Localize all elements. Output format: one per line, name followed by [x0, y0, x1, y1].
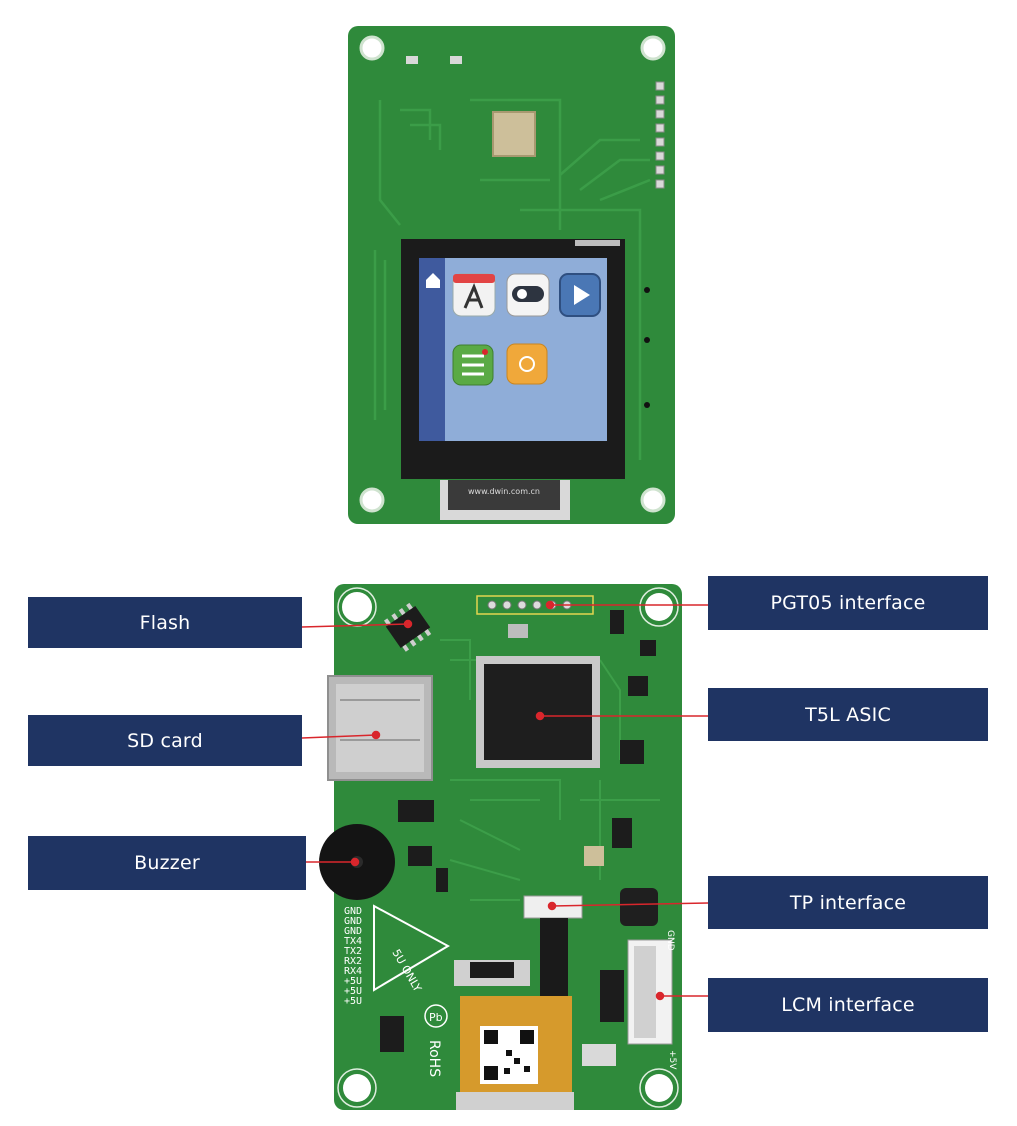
label-t5l-asic: T5L ASIC	[708, 688, 988, 741]
pin-label: GND	[344, 916, 362, 927]
label-lcm-interface: LCM interface	[708, 978, 988, 1032]
pin-labels: GND GND GND TX4 TX2 RX2 RX4 +5U +5U +5U	[344, 906, 362, 1007]
front-board: www.dwin.com.cn	[348, 26, 675, 524]
pin-label: +5U	[344, 976, 362, 987]
leader-flash	[301, 623, 409, 628]
pin-label: GND	[344, 906, 362, 917]
leader-dot	[350, 857, 360, 867]
pin-label: RX4	[344, 966, 362, 977]
url-text: www.dwin.com.cn	[468, 487, 540, 496]
leader-lines	[301, 600, 709, 1001]
pin-label: RX2	[344, 956, 362, 967]
leader-dot	[403, 619, 413, 629]
pb-text: Pb	[429, 1011, 443, 1024]
leader-sd	[301, 734, 377, 739]
leader-dot	[547, 901, 557, 911]
leader-dot	[655, 991, 665, 1001]
pin-label: +5U	[344, 986, 362, 997]
leader-dot	[535, 711, 545, 721]
leader-tp	[551, 902, 709, 907]
back-board: 5U ONLY GND GND GND TX4 TX2 RX2 RX4 +5U …	[319, 584, 682, 1110]
pin-label: +5U	[344, 996, 362, 1007]
gnd-side-text: GND	[665, 930, 675, 951]
pin-label: TX2	[344, 946, 362, 957]
leader-dot	[545, 600, 555, 610]
label-sd-card: SD card	[28, 715, 302, 766]
rohs-text: RoHS	[426, 1040, 442, 1077]
label-pgt05-interface: PGT05 interface	[708, 576, 988, 630]
leader-dot	[371, 730, 381, 740]
pin-label: GND	[344, 926, 362, 937]
pin-label: TX4	[344, 936, 362, 947]
label-flash: Flash	[28, 597, 302, 648]
label-buzzer: Buzzer	[28, 836, 306, 890]
plus5v-side-text: +5V	[667, 1050, 677, 1070]
label-tp-interface: TP interface	[708, 876, 988, 929]
